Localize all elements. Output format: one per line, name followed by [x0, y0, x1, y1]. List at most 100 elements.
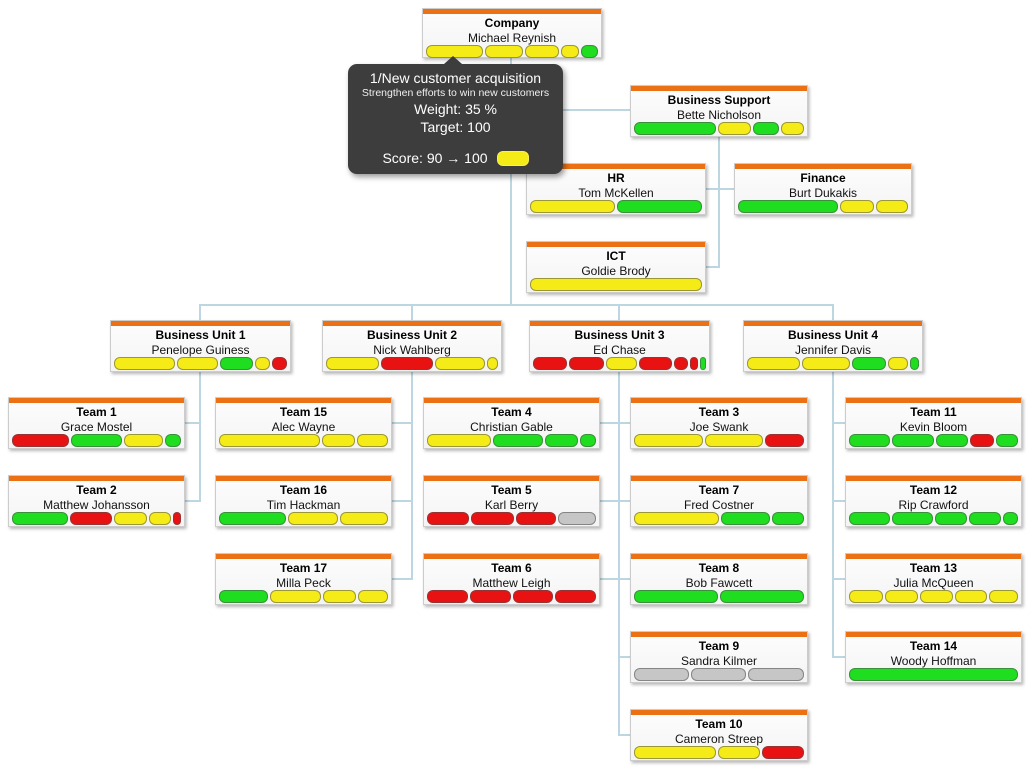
kpi-bar-green[interactable]	[545, 434, 579, 447]
kpi-bar-green[interactable]	[891, 512, 933, 525]
kpi-bar-green[interactable]	[634, 590, 718, 603]
kpi-bar-yellow[interactable]	[954, 590, 987, 603]
kpi-bar-yellow[interactable]	[717, 122, 752, 135]
kpi-bar-red[interactable]	[427, 512, 470, 525]
kpi-bar-green[interactable]	[851, 357, 887, 370]
kpi-bar-yellow[interactable]	[839, 200, 874, 213]
kpi-bar-red[interactable]	[762, 746, 804, 759]
kpi-bar-green[interactable]	[1002, 512, 1019, 525]
kpi-bar-yellow[interactable]	[339, 512, 388, 525]
kpi-bar-green[interactable]	[164, 434, 181, 447]
kpi-bar-green[interactable]	[849, 434, 891, 447]
kpi-bar-gray[interactable]	[690, 668, 746, 681]
kpi-bar-yellow[interactable]	[427, 434, 491, 447]
kpi-bar-green[interactable]	[934, 512, 967, 525]
kpi-bar-red[interactable]	[673, 357, 688, 370]
kpi-bar-green[interactable]	[849, 512, 890, 525]
kpi-bar-green[interactable]	[910, 357, 919, 370]
kpi-bar-red[interactable]	[172, 512, 181, 525]
kpi-bar-yellow[interactable]	[801, 357, 850, 370]
kpi-bar-red[interactable]	[380, 357, 434, 370]
kpi-bar-gray[interactable]	[747, 668, 804, 681]
kpi-bar-green[interactable]	[738, 200, 838, 213]
kpi-bar-yellow[interactable]	[323, 590, 357, 603]
kpi-bar-yellow[interactable]	[849, 590, 883, 603]
kpi-bar-red[interactable]	[427, 590, 468, 603]
kpi-bar-red[interactable]	[512, 590, 554, 603]
kpi-bar-red[interactable]	[12, 434, 70, 447]
kpi-bar-green[interactable]	[493, 434, 544, 447]
kpi-bar-green[interactable]	[71, 434, 123, 447]
kpi-bar-yellow[interactable]	[524, 45, 560, 58]
kpi-bar-yellow[interactable]	[149, 512, 171, 525]
kpi-bar-yellow[interactable]	[561, 45, 579, 58]
kpi-bar-yellow[interactable]	[435, 357, 485, 370]
kpi-bar-red[interactable]	[469, 590, 511, 603]
kpi-bar-yellow[interactable]	[634, 746, 716, 759]
kpi-bar-yellow[interactable]	[747, 357, 800, 370]
kpi-bar-red[interactable]	[515, 512, 557, 525]
kpi-bar-green[interactable]	[996, 434, 1019, 447]
kpi-bar-green[interactable]	[721, 512, 770, 525]
kpi-bar-yellow[interactable]	[254, 357, 270, 370]
kpi-bar-yellow[interactable]	[357, 434, 388, 447]
kpi-bar-green[interactable]	[699, 357, 707, 370]
kpi-bar-gray[interactable]	[634, 668, 689, 681]
kpi-bar-yellow[interactable]	[321, 434, 356, 447]
kpi-bar-green[interactable]	[849, 668, 1018, 681]
kpi-bar-yellow[interactable]	[113, 512, 148, 525]
kpi-bar-green[interactable]	[753, 122, 780, 135]
kpi-bar-red[interactable]	[969, 434, 995, 447]
kpi-bar-yellow[interactable]	[718, 746, 760, 759]
kpi-bar-yellow[interactable]	[288, 512, 338, 525]
kpi-bar-green[interactable]	[580, 45, 599, 58]
kpi-bar-red[interactable]	[271, 357, 287, 370]
kpi-bar-yellow[interactable]	[219, 434, 320, 447]
kpi-bar-green[interactable]	[892, 434, 934, 447]
kpi-bar-yellow[interactable]	[326, 357, 379, 370]
kpi-bar-green[interactable]	[935, 434, 968, 447]
kpi-bar-yellow[interactable]	[781, 122, 804, 135]
kpi-bar-yellow[interactable]	[530, 200, 615, 213]
kpi-bar-green[interactable]	[771, 512, 805, 525]
kpi-bar-yellow[interactable]	[176, 357, 218, 370]
kpi-bar-red[interactable]	[471, 512, 514, 525]
kpi-bar-red[interactable]	[70, 512, 112, 525]
kpi-bar-yellow[interactable]	[114, 357, 175, 370]
kpi-bar-green[interactable]	[580, 434, 596, 447]
kpi-bar-green[interactable]	[219, 590, 268, 603]
kpi-bar-yellow[interactable]	[358, 590, 388, 603]
kpi-bar-yellow[interactable]	[124, 434, 163, 447]
kpi-bar-yellow[interactable]	[634, 512, 720, 525]
kpi-bar-green[interactable]	[617, 200, 702, 213]
kpi-bar-red[interactable]	[689, 357, 698, 370]
kpi-bar-red[interactable]	[765, 434, 804, 447]
kpi-bar-yellow[interactable]	[634, 434, 704, 447]
kpi-bar-yellow[interactable]	[888, 357, 909, 370]
kpi-bar-yellow[interactable]	[486, 357, 499, 370]
kpi-bar-yellow[interactable]	[884, 590, 919, 603]
kpi-bar-green[interactable]	[634, 122, 716, 135]
